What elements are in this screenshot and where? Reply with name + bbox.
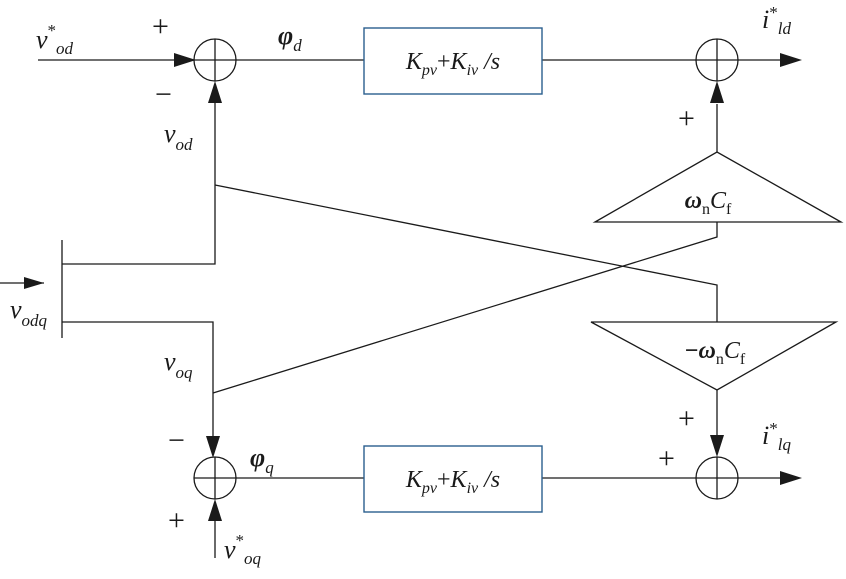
sign-sum-d-feedback: −	[155, 78, 172, 111]
arrowhead-vod-ref	[174, 53, 196, 67]
label-vod: vod	[164, 119, 193, 154]
label-phi-d: φd	[278, 21, 302, 55]
sign-sum-q-feedback: −	[168, 424, 185, 457]
label-vod-ref: v*od	[36, 21, 74, 58]
wire-vod-feedback	[62, 102, 216, 265]
label-voq: voq	[164, 347, 193, 382]
arrowhead-gain-top	[710, 81, 724, 103]
wire-voq-to-pos-gain	[212, 222, 718, 394]
gain-bottom-label: −ωnCf	[685, 338, 746, 368]
arrowhead-vodq	[24, 277, 44, 289]
wire-voq-feedback	[62, 321, 214, 438]
sign-sum-ld-cross: +	[678, 102, 695, 135]
summing-junction-q	[193, 456, 237, 500]
sign-sum-lq-cross: +	[678, 402, 695, 435]
sign-sum-d-ref: +	[152, 10, 169, 43]
arrowhead-voq-feedback	[206, 436, 220, 458]
gain-top-label: ωnCf	[685, 188, 732, 218]
label-ild-ref: i*ld	[762, 3, 791, 38]
arrowhead-gain-bottom	[710, 435, 724, 457]
summing-junction-ld	[695, 38, 739, 82]
label-phi-q: φq	[250, 443, 274, 477]
sign-sum-q-ref: +	[168, 504, 185, 537]
pi-controller-q-label: Kpv+Kiv /s	[405, 467, 500, 497]
label-voq-ref: v*oq	[224, 531, 262, 568]
label-ilq-ref: i*lq	[762, 419, 791, 454]
pi-controller-q-block	[363, 445, 543, 513]
pi-controller-d-label: Kpv+Kiv /s	[405, 49, 500, 79]
wire-vod-to-neg-gain	[214, 184, 718, 322]
pi-controller-d-block	[363, 27, 543, 95]
sign-sum-lq-main: +	[658, 442, 675, 475]
arrowhead-voq-ref	[208, 499, 222, 521]
label-vodq: vodq	[10, 295, 48, 330]
gain-triangle-top	[592, 151, 844, 223]
arrowhead-ilq	[780, 471, 802, 485]
summing-junction-lq	[695, 456, 739, 500]
arrowhead-ild	[780, 53, 802, 67]
gain-triangle-bottom	[590, 321, 839, 391]
summing-junction-d	[193, 38, 237, 82]
arrowhead-vod-feedback	[208, 81, 222, 103]
